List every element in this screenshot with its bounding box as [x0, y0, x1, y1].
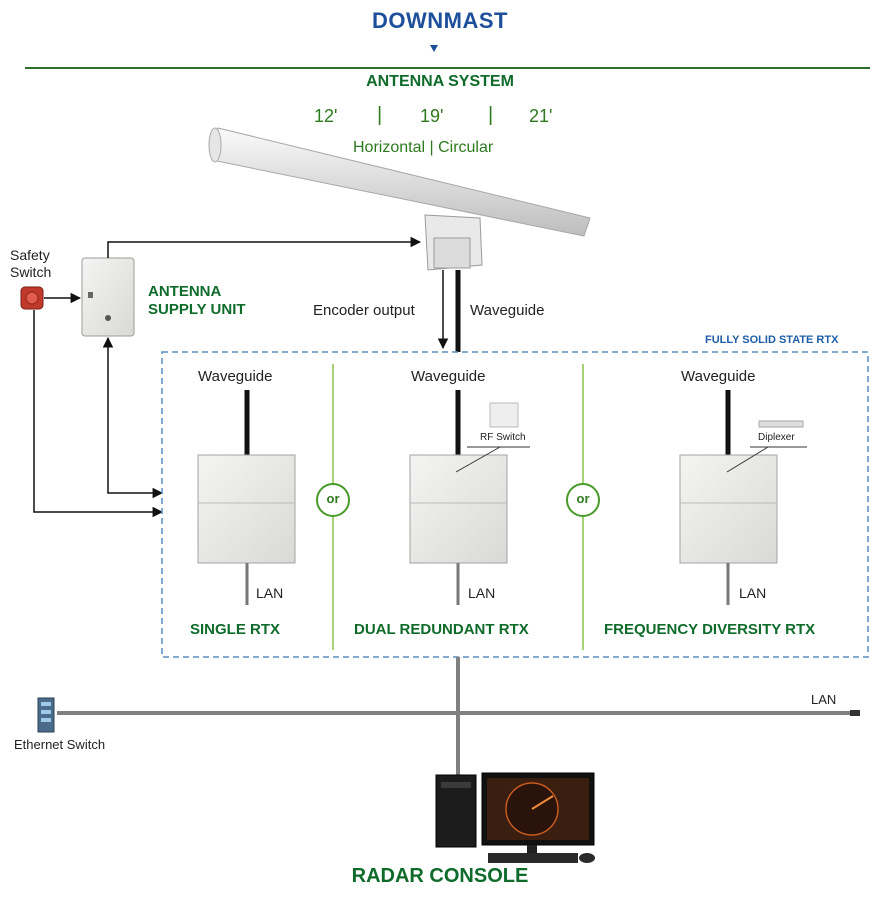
- rf-switch-label: RF Switch: [480, 432, 526, 443]
- rtx-unit-2-image: [409, 390, 530, 605]
- unit-3-lan-label: LAN: [739, 585, 767, 601]
- diplexer-image: [758, 420, 804, 428]
- rtx-unit-3-image: [679, 390, 807, 605]
- antenna-image: [208, 127, 591, 271]
- or-badge-1: [316, 483, 350, 517]
- fully-solid-state-label: FULLY SOLID STATE RTX: [705, 334, 839, 346]
- unit-1-lan-label: LAN: [256, 585, 284, 601]
- or-badge-2: [566, 483, 600, 517]
- single-rtx-title: SINGLE RTX: [190, 621, 281, 638]
- antenna-supply-unit-label: ANTENNA SUPPLY UNIT: [148, 283, 246, 318]
- dual-redundant-rtx-title: DUAL REDUNDANT RTX: [354, 621, 529, 638]
- downmast-arrow-icon: [430, 45, 438, 52]
- encoder-output-label: Encoder output: [313, 302, 415, 319]
- lan-bus-label: LAN: [811, 692, 837, 707]
- unit-2-lan-label: LAN: [468, 585, 496, 601]
- waveguide-main-label: Waveguide: [470, 302, 545, 319]
- fully-solid-state-frame: [161, 351, 869, 658]
- or-badge-1-text: or: [326, 491, 340, 506]
- safety-switch-label: Safety Switch: [10, 247, 52, 280]
- rtx-unit-1-image: [197, 390, 296, 605]
- antenna-size-21: 21': [529, 106, 553, 126]
- or-badge-2-text: or: [576, 491, 590, 506]
- antenna-size-19: 19': [420, 106, 444, 126]
- size-separator-2: |: [488, 104, 494, 126]
- radar-console-title: RADAR CONSOLE: [351, 865, 529, 887]
- frequency-diversity-rtx-title: FREQUENCY DIVERSITY RTX: [604, 621, 816, 638]
- ethernet-switch-icon: [37, 697, 55, 733]
- unit-3-waveguide-label: Waveguide: [681, 368, 756, 385]
- size-separator-1: |: [377, 104, 383, 126]
- unit-1-waveguide-label: Waveguide: [198, 368, 273, 385]
- antenna-size-12: 12': [314, 106, 338, 126]
- ethernet-switch-label: Ethernet Switch: [14, 737, 106, 752]
- radar-console-image: [435, 772, 595, 863]
- antenna-system-title: ANTENNA SYSTEM: [366, 73, 514, 90]
- rf-switch-image: [489, 402, 519, 428]
- diplexer-label: Diplexer: [758, 432, 795, 443]
- unit-2-waveguide-label: Waveguide: [411, 368, 486, 385]
- downmast-title: DOWNMAST: [372, 8, 508, 33]
- polarization-label: Horizontal | Circular: [353, 139, 494, 156]
- safety-switch-icon: [20, 286, 44, 310]
